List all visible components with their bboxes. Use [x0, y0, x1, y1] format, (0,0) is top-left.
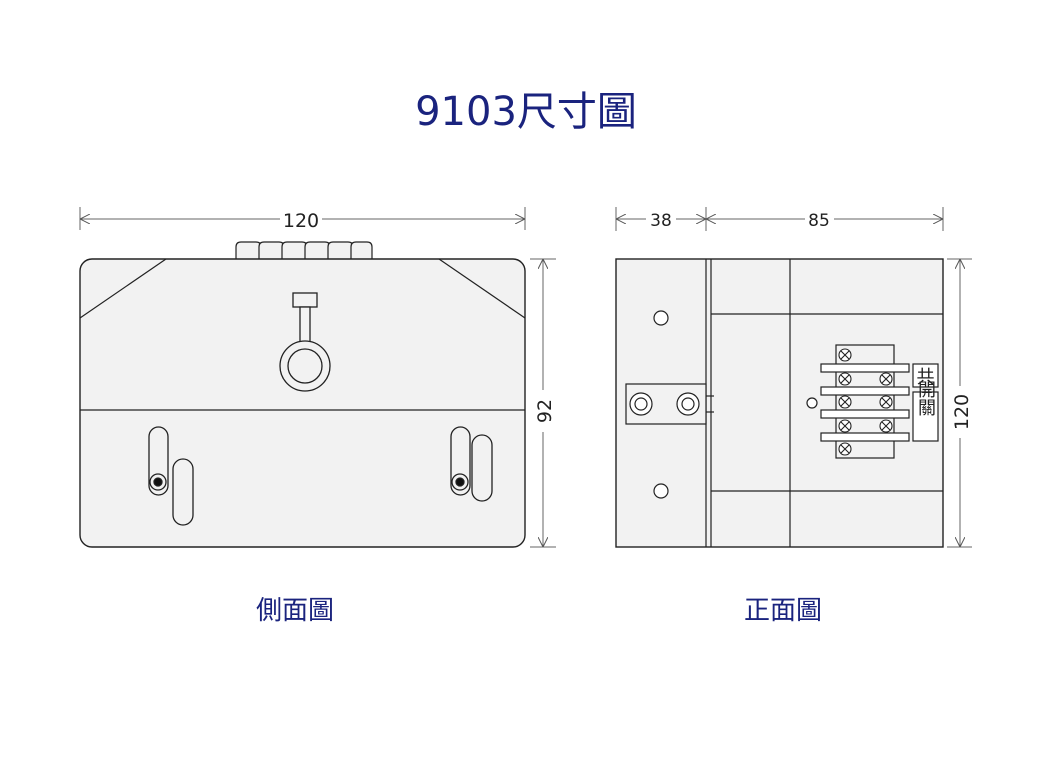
screw-icon: [838, 442, 852, 456]
front-height-label: 120: [951, 394, 973, 430]
right-slots: [450, 426, 493, 502]
pull-ring: [279, 292, 331, 392]
front-height-dimension: [947, 258, 972, 548]
front-view-caption: 正面圖: [744, 596, 823, 626]
side-width-dimension: [79, 207, 526, 230]
left-slots: [148, 426, 194, 526]
top-tabs: [235, 241, 373, 259]
screw-icon: [838, 372, 852, 386]
side-view: 120: [79, 207, 556, 548]
side-width-label: 120: [283, 210, 319, 232]
label-common: 共: [917, 367, 935, 388]
front-dim-right-label: 85: [808, 211, 830, 231]
terminal-labels: [912, 363, 939, 442]
screw-icon: [879, 419, 893, 433]
side-view-caption: 側面圖: [256, 596, 335, 626]
front-width-dimension: [615, 207, 944, 231]
terminal-bar: [625, 383, 714, 425]
screw-icon: [879, 395, 893, 409]
front-view: 38 85: [615, 207, 973, 548]
mounting-holes: [653, 310, 818, 499]
terminal-screws: [838, 348, 893, 456]
screw-icon: [879, 372, 893, 386]
side-height-dimension: [530, 258, 556, 548]
screw-icon: [838, 395, 852, 409]
screw-icon: [838, 419, 852, 433]
side-height-label: 92: [534, 399, 556, 423]
front-dim-left-label: 38: [650, 211, 672, 231]
label-switch: 開關: [915, 380, 936, 416]
page-title: 9103尺寸圖: [415, 89, 637, 135]
screw-icon: [838, 348, 852, 362]
